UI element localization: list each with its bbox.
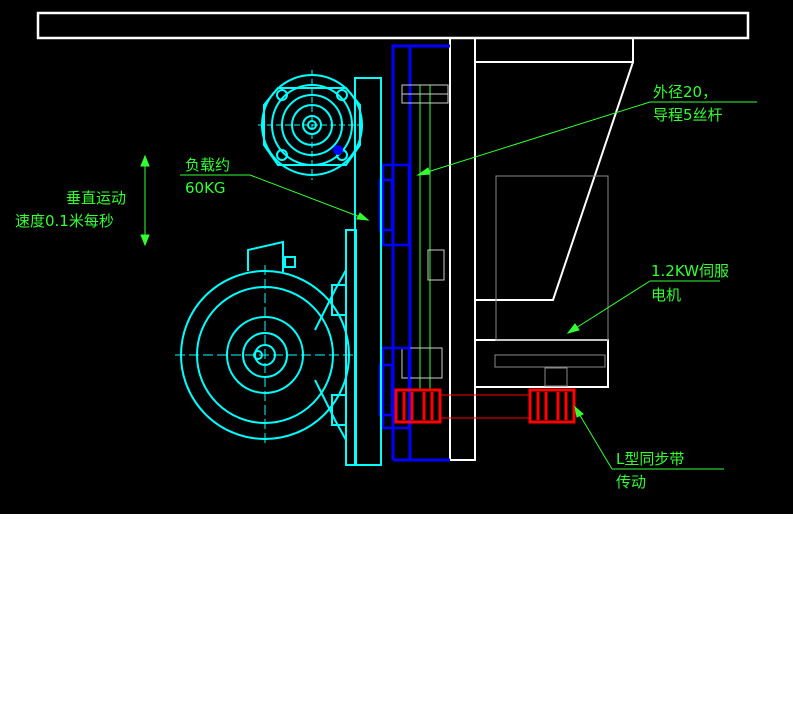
screw-label-line2: 导程5丝杆 bbox=[653, 106, 723, 124]
servo-motor-base bbox=[494, 354, 606, 368]
screw-bearing-top bbox=[401, 84, 449, 281]
belt-label-line1: L型同步带 bbox=[616, 450, 684, 468]
servo-motor-body bbox=[495, 175, 609, 341]
belt-label-line2: 传动 bbox=[616, 473, 646, 491]
drive-motor-bottom bbox=[175, 240, 355, 445]
timing-belt bbox=[440, 394, 530, 419]
servo-label-line2: 电机 bbox=[651, 286, 681, 304]
motor-mount-frame bbox=[474, 37, 634, 388]
cad-drawing: 外径20， 导程5丝杆 负载约 60KG 垂直运动 速度0.1米每秒 1.2KW… bbox=[15, 11, 757, 491]
pulley-right bbox=[528, 388, 576, 424]
lead-screw bbox=[419, 85, 431, 390]
cad-drawing-canvas: 外径20， 导程5丝杆 负载约 60KG 垂直运动 速度0.1米每秒 1.2KW… bbox=[0, 0, 793, 514]
vertical-label-line1: 垂直运动 bbox=[66, 189, 126, 207]
screw-bearing-bottom bbox=[401, 347, 443, 379]
mount-plate bbox=[345, 77, 382, 466]
load-label-line2: 60KG bbox=[185, 179, 226, 197]
annotation-leaders bbox=[140, 101, 757, 470]
vertical-label-line2: 速度0.1米每秒 bbox=[15, 212, 114, 230]
main-column bbox=[449, 37, 476, 461]
gear-motor-top bbox=[258, 70, 366, 180]
blank-area bbox=[0, 514, 793, 726]
top-beam bbox=[36, 11, 750, 40]
pulley-left bbox=[394, 388, 442, 424]
screw-label-line1: 外径20， bbox=[653, 83, 717, 101]
servo-label-line1: 1.2KW伺服 bbox=[651, 262, 729, 280]
load-label-line1: 负载约 bbox=[185, 156, 230, 174]
